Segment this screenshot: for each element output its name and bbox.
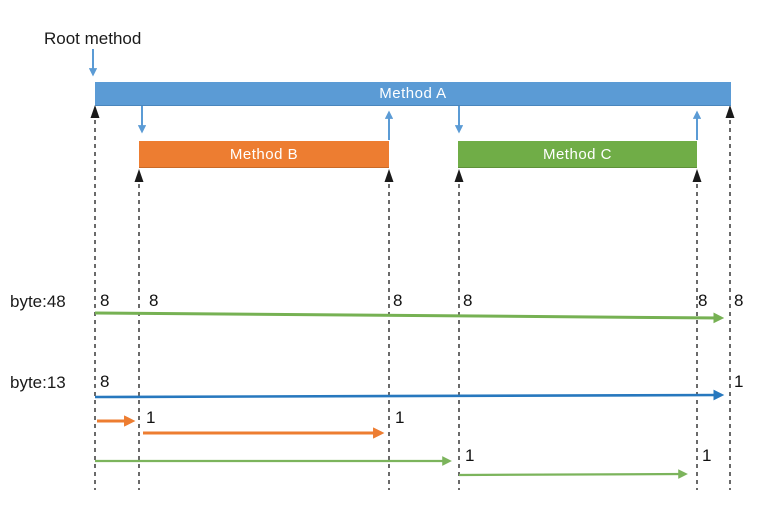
- green-alloc-value: 1: [465, 446, 475, 465]
- byte48-row-label: byte:48: [10, 292, 66, 311]
- method-c-bar: Method C: [458, 141, 697, 168]
- byte13-end-value: 1: [734, 372, 744, 391]
- orange-alloc-value: 1: [395, 408, 405, 427]
- byte48-value: 8: [698, 291, 708, 310]
- byte13-arrow: [94, 389, 725, 401]
- guide-arrow-up-icon: [454, 169, 464, 182]
- byte48-value: 8: [463, 291, 473, 310]
- byte48-value: 8: [734, 291, 744, 310]
- root-method-label: Root method: [44, 29, 142, 48]
- green-alloc-arrow-2: [458, 469, 688, 479]
- byte13-start-value: 8: [100, 372, 110, 391]
- byte48-value: 8: [393, 291, 403, 310]
- byte48-arrow: [94, 311, 725, 324]
- byte48-value: 8: [100, 291, 110, 310]
- green-alloc-value: 1: [702, 446, 712, 465]
- method-b-bar: Method B: [139, 141, 389, 168]
- guide-arrow-up-icon: [90, 105, 100, 118]
- byte48-value: 8: [149, 291, 159, 310]
- method-a-bar: Method A: [95, 82, 731, 106]
- byte13-row-label: byte:13: [10, 373, 66, 392]
- guide-arrow-up-icon: [725, 105, 735, 118]
- guide-arrow-up-icon: [692, 169, 702, 182]
- guide-arrow-up-icon: [384, 169, 394, 182]
- guide-arrow-up-icon: [134, 169, 144, 182]
- orange-alloc-value: 1: [146, 408, 156, 427]
